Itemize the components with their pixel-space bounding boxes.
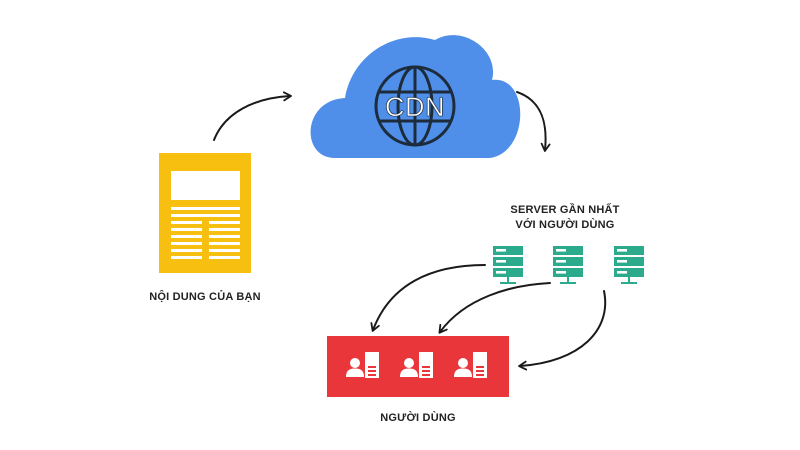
globe-icon: [374, 65, 456, 147]
content-label: NỘI DUNG CỦA BẠN: [149, 291, 261, 303]
arrow-server-2-to-users: [438, 282, 551, 334]
document-icon: [159, 153, 251, 273]
server-icon: [493, 246, 523, 284]
server-icon: [614, 246, 644, 284]
servers-label-line1: SERVER GẦN NHẤT: [510, 204, 620, 216]
server-icon: [553, 246, 583, 284]
cdn-label: CDN: [385, 92, 445, 123]
servers-label-line2: VỚI NGƯỜI DÙNG: [515, 219, 615, 231]
arrow-document-to-cdn: [213, 91, 292, 141]
arrow-cdn-to-servers: [516, 91, 551, 152]
arrow-server-3-to-users: [518, 290, 607, 371]
arrow-server-1-to-users: [370, 264, 486, 332]
users-label: NGƯỜI DÙNG: [380, 412, 456, 424]
